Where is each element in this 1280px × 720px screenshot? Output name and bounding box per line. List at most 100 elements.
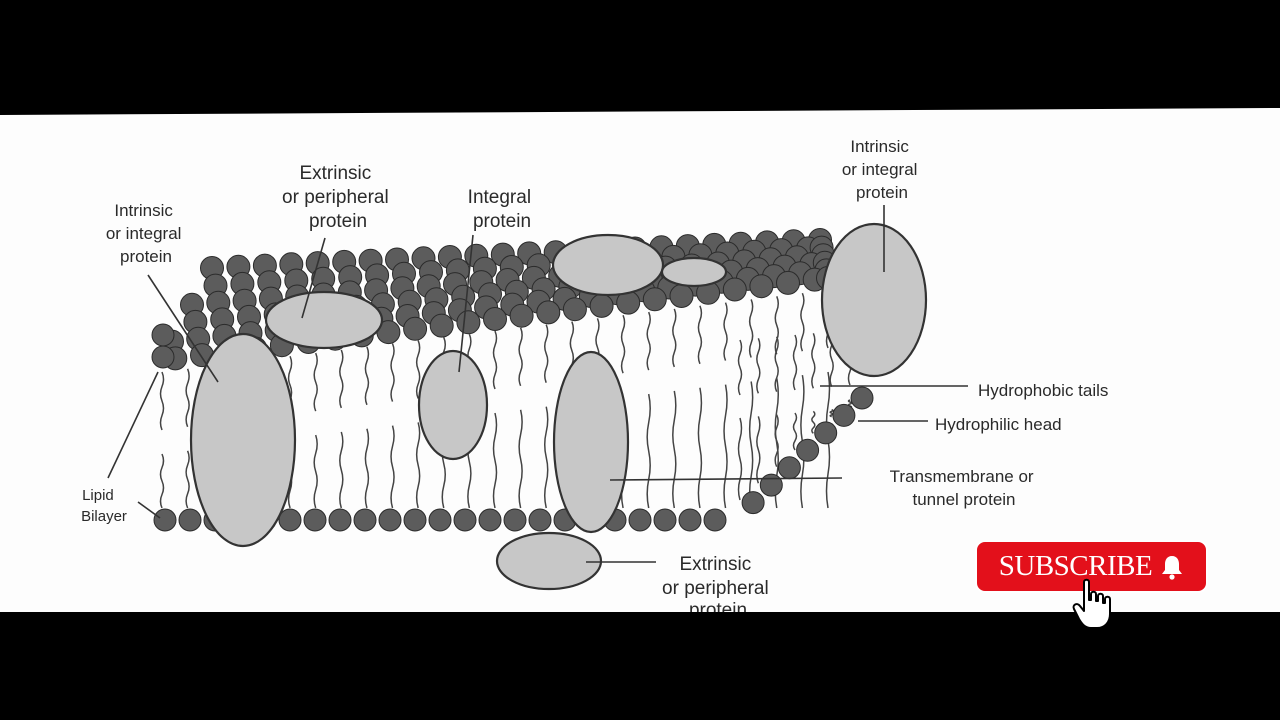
phospholipid-head <box>429 313 454 338</box>
phospholipid-head <box>741 491 765 515</box>
phospholipid-tail <box>543 406 549 509</box>
protein-top-small <box>660 256 728 288</box>
protein-integral <box>417 349 489 461</box>
phospholipid-tail <box>672 390 677 509</box>
label-extrinsic-top: Extrinsic or peripheral protein <box>282 163 394 232</box>
phospholipid-head <box>453 508 477 532</box>
phospholipid-head <box>589 293 614 318</box>
phospholipid-head <box>151 345 175 369</box>
phospholipid-tail <box>774 296 780 355</box>
phospholipid-tail <box>756 416 761 484</box>
phospholipid-tail <box>492 330 498 390</box>
phospholipid-tail <box>518 409 523 509</box>
subscribe-label: SUBSCRIBE <box>998 550 1153 582</box>
phospholipid-head <box>642 287 667 312</box>
protein-transmembrane <box>552 350 630 534</box>
phospholipid-tail <box>748 381 754 509</box>
phospholipid-head <box>628 508 652 532</box>
phospholipid-head <box>403 508 427 532</box>
phospholipid-head <box>814 421 838 445</box>
phospholipid-tail <box>774 336 779 392</box>
phospholipid-tail <box>313 434 318 509</box>
phospholipid-head <box>478 508 502 532</box>
protein-intrinsic-right <box>820 222 928 378</box>
phospholipid-head <box>678 508 702 532</box>
diagram-labels: Intrinsic or integral protein Extrinsic … <box>81 137 1108 621</box>
phospholipid-tail <box>339 431 344 509</box>
phospholipid-head <box>722 277 747 302</box>
phospholipid-tail <box>364 346 370 406</box>
phospholipid-head <box>328 508 352 532</box>
phospholipid-head <box>353 508 377 532</box>
phospholipid-tail <box>185 368 190 428</box>
phospholipid-head <box>153 508 177 532</box>
protein-extrinsic-top <box>264 290 384 350</box>
phospholipid-tail <box>792 412 798 451</box>
diagram-page <box>0 108 1280 612</box>
phospholipid-head <box>653 508 677 532</box>
phospholipid-tail <box>159 453 165 509</box>
phospholipid-head <box>562 297 587 322</box>
phospholipid-tail <box>646 393 651 509</box>
bottom-band <box>0 612 1280 720</box>
phospholipid-tail <box>415 340 421 399</box>
phospholipid-tail <box>159 371 165 431</box>
phospholipid-tail <box>792 334 798 391</box>
phospholipid-tail <box>185 450 190 509</box>
phospholipid-tail <box>390 343 395 402</box>
phospholipid-head <box>777 456 801 480</box>
phospholipid-tail <box>313 352 318 412</box>
phospholipid-tail <box>672 308 677 368</box>
phospholipid-head <box>428 508 452 532</box>
phospholipid-tail <box>415 422 421 509</box>
phospholipid-head <box>669 284 694 308</box>
phospholipid-head <box>832 403 856 427</box>
phospholipid-tail <box>737 417 743 501</box>
phospholipid-head <box>378 508 402 532</box>
phospholipid-head <box>483 307 507 331</box>
phospholipid-head <box>749 274 774 299</box>
subscribe-button[interactable]: SUBSCRIBE <box>975 540 1208 593</box>
phospholipid-tail <box>697 305 703 365</box>
phospholipid-tail <box>723 302 728 361</box>
leader-lines <box>107 205 968 563</box>
phospholipid-tail <box>774 414 779 468</box>
protein-top-center <box>551 233 665 297</box>
protein-extrinsic-bottom <box>495 531 603 591</box>
label-hydrophilic-head: Hydrophilic head <box>935 415 1062 434</box>
bell-icon <box>1162 555 1183 580</box>
phospholipid-tail <box>543 324 549 383</box>
phospholipid-tail <box>492 412 498 509</box>
phospholipid-head <box>850 386 874 410</box>
label-hydrophobic-tails: Hydrophobic tails <box>978 381 1108 400</box>
phospholipid-head <box>536 300 561 325</box>
phospholipid-tail <box>646 311 651 371</box>
phospholipid-tail <box>800 292 805 352</box>
label-integral-protein: Integral protein <box>468 187 537 232</box>
phospholipid-tail <box>364 428 370 509</box>
phospholipid-head <box>151 323 175 347</box>
proteins <box>189 222 928 591</box>
phospholipid-head <box>403 316 428 341</box>
protein-intrinsic-left <box>189 332 297 548</box>
label-lipid-bilayer: Lipid Bilayer <box>81 487 127 525</box>
phospholipid-tail <box>811 410 816 434</box>
phospholipid-tail <box>748 299 754 358</box>
label-intrinsic-right: Intrinsic or integral protein <box>842 137 922 202</box>
phospholipid-head <box>703 508 727 532</box>
phospholipid-head <box>776 270 800 295</box>
phospholipid-tail <box>737 339 743 396</box>
phospholipid-head <box>456 310 481 335</box>
phospholipid-head <box>178 508 202 532</box>
label-transmembrane: Transmembrane or tunnel protein <box>890 467 1039 509</box>
phospholipid-head <box>278 508 302 532</box>
phospholipid-head <box>759 473 783 497</box>
phospholipid-head <box>796 438 820 462</box>
hand-pointer-icon <box>1072 578 1111 629</box>
phospholipid-head <box>509 303 534 328</box>
phospholipid-tail <box>723 384 728 509</box>
phospholipid-head <box>528 508 552 532</box>
phospholipid-tail <box>390 425 395 509</box>
phospholipid-tail <box>697 387 703 509</box>
